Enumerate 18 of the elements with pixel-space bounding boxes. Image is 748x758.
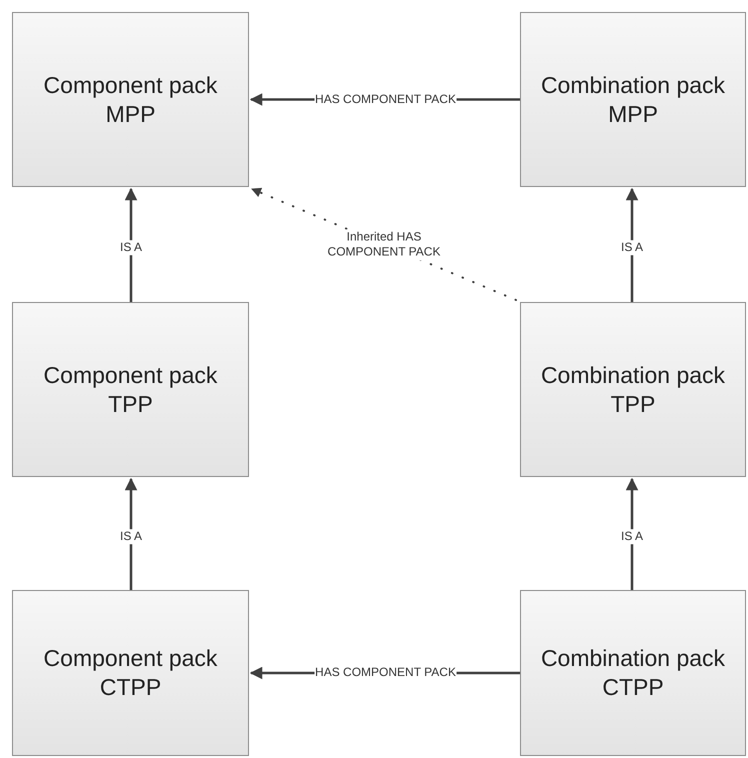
arrow	[626, 188, 638, 302]
node-label: Combination pack MPP	[540, 70, 726, 128]
process-box	[12, 302, 249, 477]
edge-label: IS A	[620, 528, 644, 544]
node-label: Component pack CTPP	[42, 644, 218, 702]
node-label: Combination pack TPP	[540, 360, 726, 418]
process-box	[520, 12, 746, 187]
node-label: Component pack MPP	[42, 70, 218, 128]
node-label: Combination pack CTPP	[540, 644, 726, 702]
process-box	[520, 302, 746, 477]
arrow	[124, 188, 138, 302]
node-label: Component pack TPP	[42, 360, 218, 418]
process-box	[12, 12, 249, 187]
process-box	[520, 590, 746, 756]
edge-label: IS A	[119, 240, 143, 256]
process-box	[12, 590, 249, 756]
edge-label: IS A	[620, 240, 644, 256]
edge-label: IS A	[119, 528, 143, 544]
